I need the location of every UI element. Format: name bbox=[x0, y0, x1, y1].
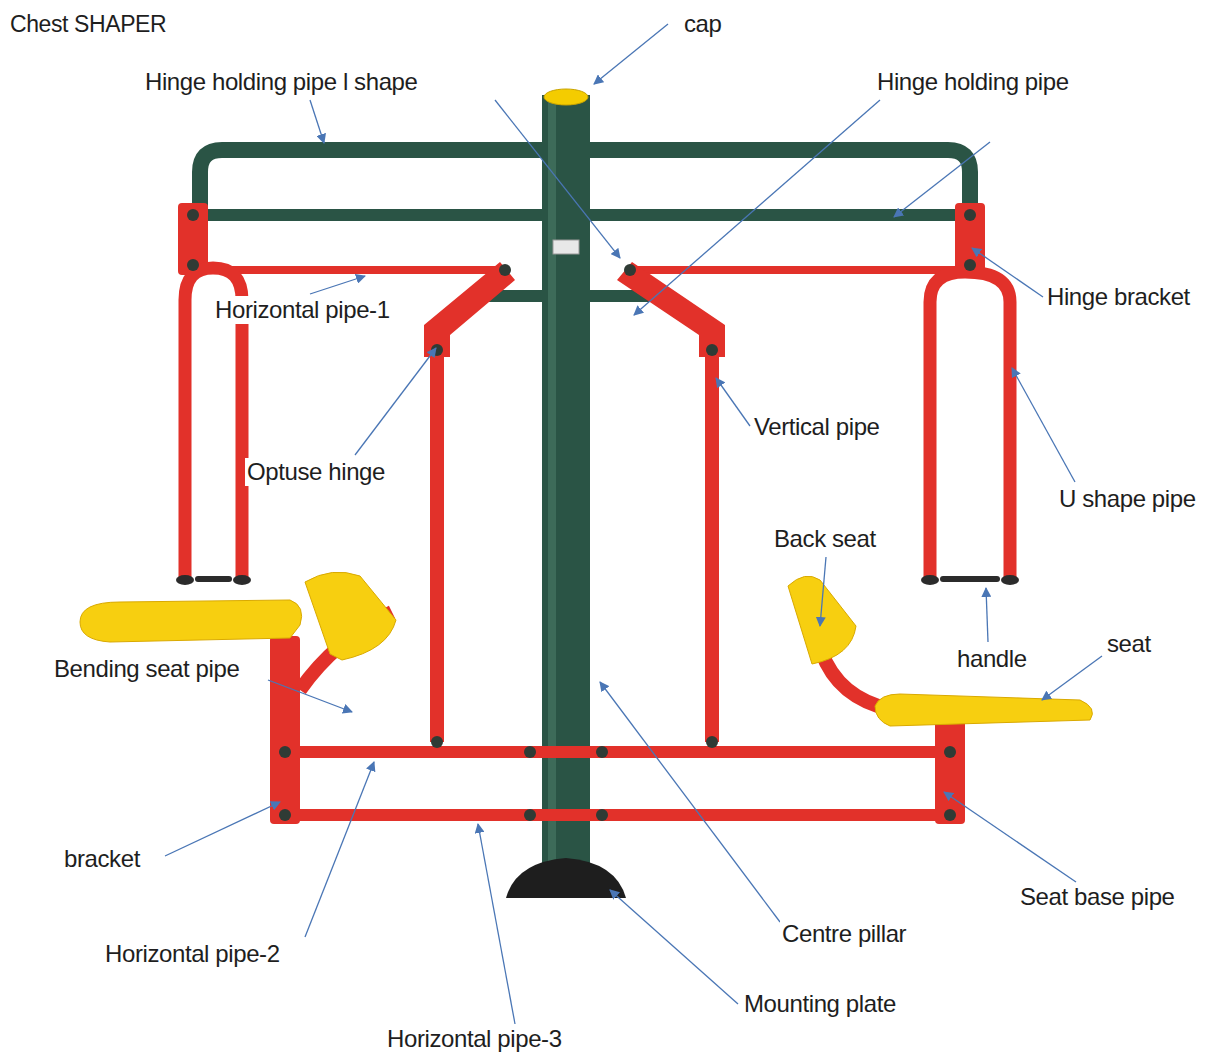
part-label: bracket bbox=[62, 845, 142, 873]
part-label: Hinge bracket bbox=[1045, 283, 1192, 311]
hinge-bracket bbox=[955, 203, 985, 275]
back-seat bbox=[305, 572, 396, 660]
part-label: Horizontal pipe-3 bbox=[385, 1025, 564, 1053]
seat bbox=[875, 694, 1092, 726]
horizontal-pipe bbox=[285, 809, 950, 821]
part-label: handle bbox=[955, 645, 1029, 673]
seat-base-pipe bbox=[935, 718, 965, 824]
mounting-plate bbox=[506, 858, 626, 898]
part-label: Back seat bbox=[772, 525, 878, 553]
seat bbox=[80, 600, 302, 642]
part-label: Horizontal pipe-1 bbox=[213, 296, 392, 324]
bolt bbox=[187, 209, 976, 821]
part-label: Bending seat pipe bbox=[52, 655, 241, 683]
part-label: Mounting plate bbox=[742, 990, 898, 1018]
horizontal-pipe bbox=[205, 266, 500, 274]
handle bbox=[176, 575, 1019, 585]
sticker bbox=[553, 240, 579, 254]
vertical-pipe bbox=[705, 350, 719, 742]
part-label: Centre pillar bbox=[780, 920, 908, 948]
back-seat bbox=[788, 576, 856, 664]
part-label: cap bbox=[682, 10, 724, 38]
part-label: seat bbox=[1105, 630, 1153, 658]
part-label: Optuse hinge bbox=[245, 458, 387, 486]
horizontal-pipe bbox=[285, 746, 950, 758]
part-label: Horizontal pipe-2 bbox=[103, 940, 282, 968]
seat-base-pipe bbox=[270, 636, 300, 824]
title: Chest SHAPER bbox=[10, 10, 166, 38]
vertical-pipe bbox=[430, 350, 444, 742]
part-label: Hinge holding pipe bbox=[875, 68, 1071, 96]
part-label: U shape pipe bbox=[1057, 485, 1198, 513]
u-shape-pipe bbox=[930, 272, 1010, 578]
cap bbox=[544, 89, 588, 105]
part-label: Vertical pipe bbox=[752, 413, 882, 441]
part-label: Seat base pipe bbox=[1018, 883, 1177, 911]
horizontal-pipe bbox=[635, 266, 960, 274]
obtuse-hinge bbox=[424, 262, 515, 357]
obtuse-hinge bbox=[617, 262, 725, 357]
part-label: Hinge holding pipe l shape bbox=[143, 68, 419, 96]
leader-line bbox=[165, 24, 1102, 1024]
